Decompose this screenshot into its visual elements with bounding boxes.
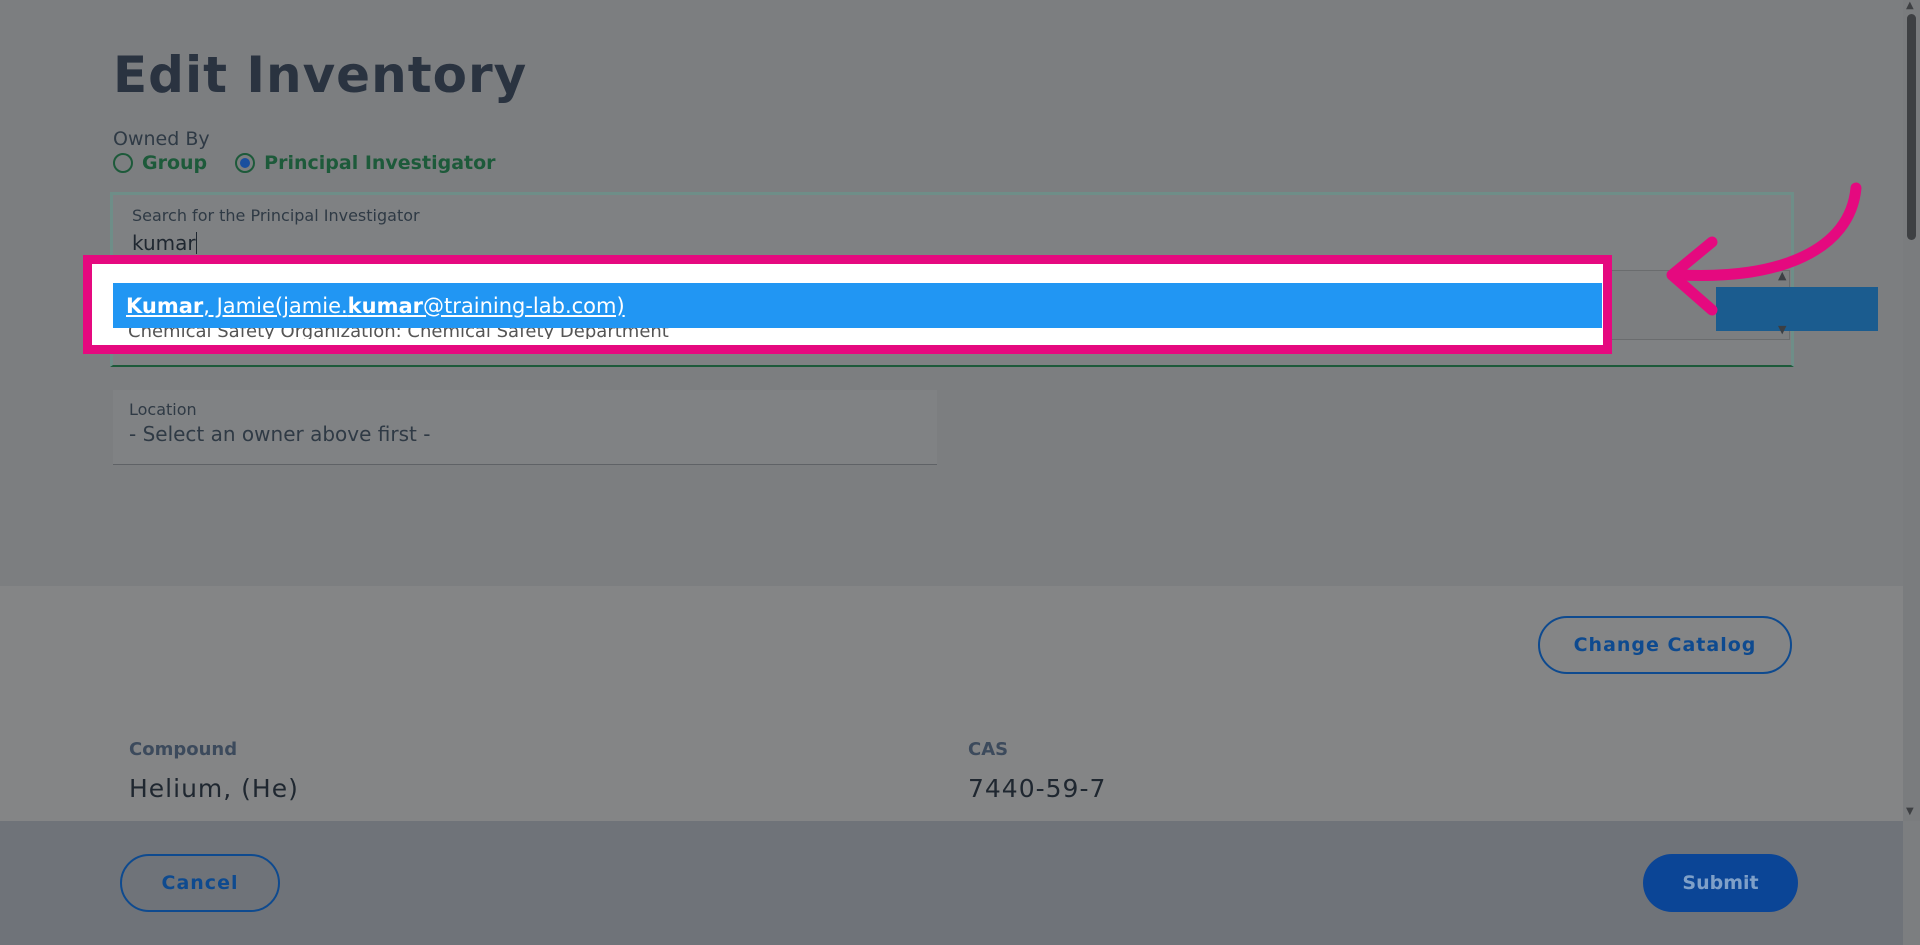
submit-button[interactable]: Submit bbox=[1643, 854, 1798, 912]
radio-principal-investigator-circle[interactable] bbox=[235, 153, 256, 173]
owned-by-label: Owned By bbox=[113, 128, 210, 150]
suggestion-below-text: Chemical Safety Organization: Chemical S… bbox=[128, 328, 669, 339]
compound-value: Helium, (He) bbox=[129, 774, 299, 803]
suggestion-match-lastname: Kumar bbox=[126, 293, 204, 318]
suggestion-match-email: kumar bbox=[347, 293, 423, 318]
change-catalog-button[interactable]: Change Catalog bbox=[1538, 616, 1792, 674]
location-value: - Select an owner above first - bbox=[129, 422, 431, 446]
pointer-arrow-icon bbox=[1666, 182, 1862, 316]
radio-group[interactable]: Group bbox=[113, 152, 207, 174]
dropdown-scroll-up-icon[interactable]: ▲ bbox=[1778, 269, 1787, 282]
radio-group-label: Group bbox=[142, 152, 208, 174]
scrollbar-thumb[interactable] bbox=[1907, 14, 1916, 240]
pi-search-input-text: kumar bbox=[132, 231, 196, 255]
text-caret bbox=[195, 232, 197, 254]
catalog-section bbox=[0, 586, 1903, 821]
cas-value: 7440-59-7 bbox=[968, 774, 1107, 803]
footer-bar bbox=[0, 821, 1903, 945]
location-label: Location bbox=[129, 400, 197, 419]
radio-group-circle[interactable] bbox=[113, 153, 133, 173]
suggestion-email-rest: @training-lab.com) bbox=[423, 293, 625, 318]
scroll-down-icon[interactable]: ▼ bbox=[1906, 806, 1914, 817]
page-title: Edit Inventory bbox=[113, 46, 528, 104]
scroll-up-icon[interactable]: ▲ bbox=[1906, 0, 1914, 11]
pi-search-input[interactable]: kumar bbox=[132, 231, 197, 255]
dropdown-scroll-down-icon[interactable]: ▼ bbox=[1778, 323, 1787, 336]
radio-principal-investigator[interactable]: Principal Investigator bbox=[235, 152, 496, 174]
suggestion-item-kumar-jamie[interactable]: Kumar, Jamie(jamie.kumar@training-lab.co… bbox=[113, 283, 1602, 328]
owned-by-radio-group: Group Principal Investigator bbox=[113, 152, 524, 174]
page-scrollbar[interactable]: ▲ ▼ bbox=[1903, 0, 1920, 821]
suggestion-name-rest: , Jamie(jamie. bbox=[203, 293, 348, 318]
pi-search-label: Search for the Principal Investigator bbox=[132, 206, 420, 225]
dropdown-selected-row bbox=[1716, 287, 1878, 331]
cancel-button[interactable]: Cancel bbox=[120, 854, 280, 912]
radio-principal-investigator-label: Principal Investigator bbox=[264, 152, 496, 174]
compound-label: Compound bbox=[129, 739, 238, 760]
cas-label: CAS bbox=[968, 739, 1009, 760]
suggestion-below-strip: Chemical Safety Organization: Chemical S… bbox=[113, 328, 1602, 339]
location-select[interactable]: Location - Select an owner above first - bbox=[113, 390, 937, 465]
